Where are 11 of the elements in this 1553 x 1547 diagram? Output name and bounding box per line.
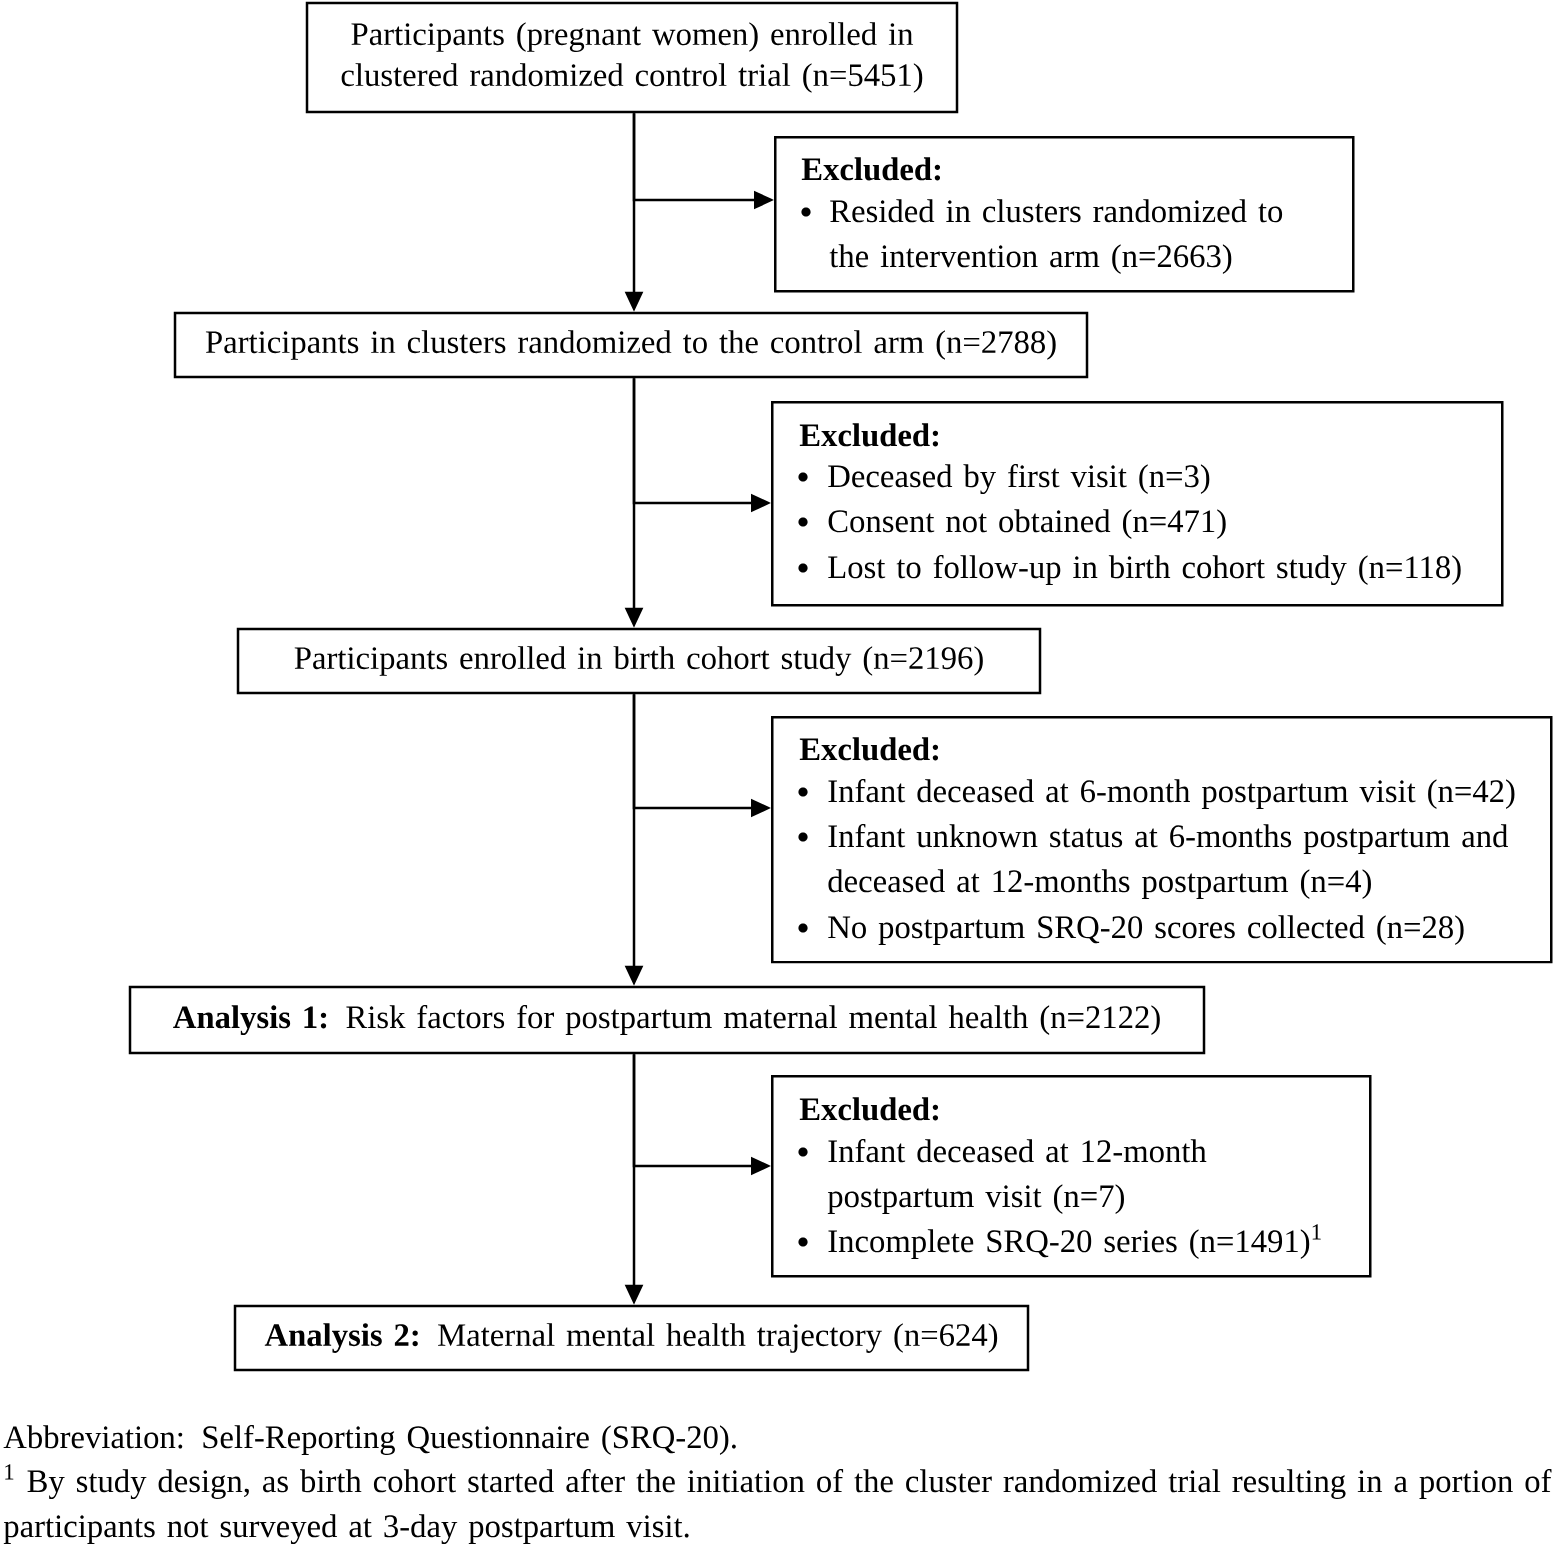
- process-box: Analysis 1: Risk factors for postpartum maternal mental health (n=2122): [128, 985, 1206, 1055]
- process-box: Analysis 2: Maternal mental health trajectory (n=624): [233, 1304, 1030, 1372]
- exclusion-box: Excluded: Infant deceased at 12-month postpartum visit (n=7) Incomplete SRQ-20 series (n=1491)$^{1}$: [771, 1075, 1372, 1278]
- exclusion-box: Excluded: Deceased by first visit (n=3) Consent not obtained (n=471) Lost to follow-up in birth cohort study (n=118): [771, 401, 1504, 607]
- exclusion-box: Excluded: Resided in clusters randomized to the intervention arm (n=2663): [774, 136, 1355, 293]
- process-box: Participants (pregnant women) enrolled in clustered randomized control trial (n=5451): [305, 1, 959, 114]
- exclusion-box: Excluded: Infant deceased at 6-month postpartum visit (n=42) Infant unknown status at 6-months postpartum and deceased at 12-months postpartum (n=4) No postpartum SRQ-20 scores collected (n=28): [771, 716, 1553, 964]
- process-box: Participants enrolled in birth cohort study (n=2196): [236, 627, 1042, 695]
- process-box: Participants in clusters randomized to the control arm (n=2788): [173, 311, 1089, 379]
- footnote: $^{1}$ By study design, as birth cohort started after the initiation of the cluster randomized trial resulting in a portion of participants not surveyed at 3-day postpartum visit.: [3, 1464, 1552, 1545]
- abbreviation-note: Abbreviation: Self-Reporting Questionnaire (SRQ-20).: [3, 1425, 736, 1456]
